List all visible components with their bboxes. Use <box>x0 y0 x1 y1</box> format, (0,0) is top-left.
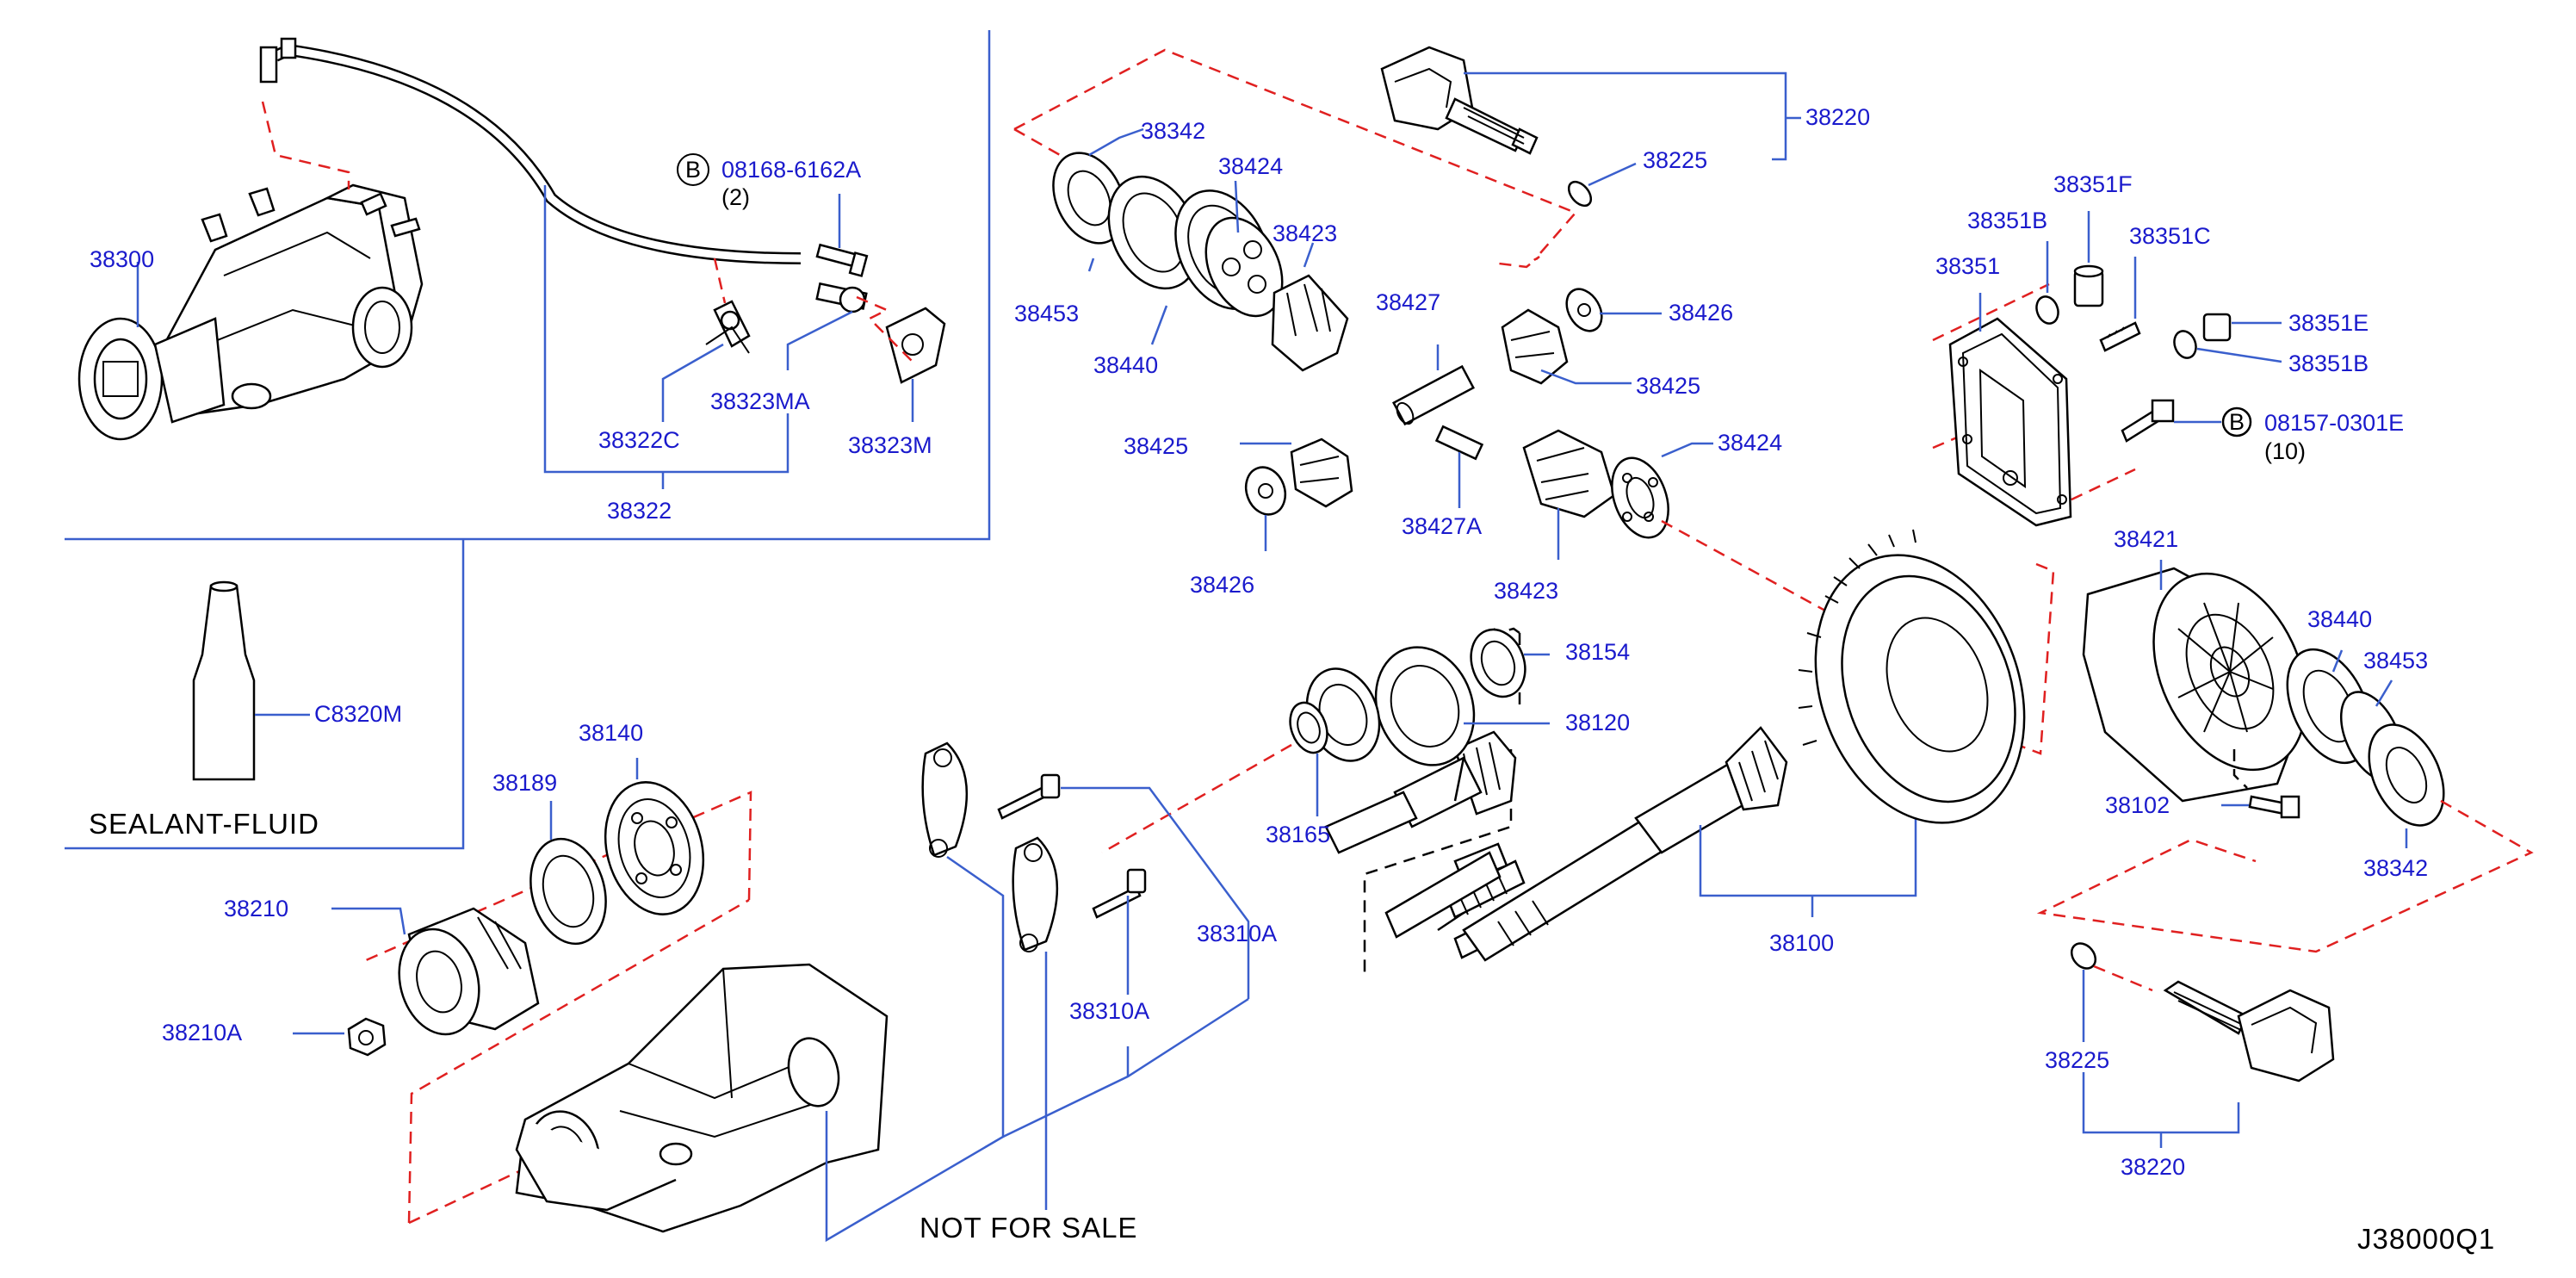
label-C8320M: C8320M <box>314 701 402 727</box>
sealant-fluid-label: SEALANT-FLUID <box>89 808 319 840</box>
ring-gear-drawing <box>1798 529 2026 824</box>
label-38210A: 38210A <box>162 1020 242 1045</box>
label-38322C: 38322C <box>598 427 680 453</box>
bearing-38140-drawing <box>604 781 705 915</box>
label-38310A-a: 38310A <box>1197 921 1277 946</box>
label-38220-right: 38220 <box>2121 1154 2185 1180</box>
label-38100: 38100 <box>1769 930 1834 956</box>
pinion-shaft-drawing <box>1392 364 1475 426</box>
label-38423-mid: 38423 <box>1494 578 1558 604</box>
label-38425-left: 38425 <box>1124 433 1188 459</box>
case-bolt-drawing <box>2248 795 2300 819</box>
label-38440-right: 38440 <box>2307 606 2372 632</box>
label-38424-top: 38424 <box>1218 153 1283 179</box>
bolt-marker-circle <box>677 153 709 186</box>
oil-seal-drawing <box>529 837 607 946</box>
bearing-cap-right-drawing <box>1012 836 1059 952</box>
part-labels: 38300 B 08168-6162A (2) 38322C 38323MA 3… <box>89 104 2495 1255</box>
gasket-drawing <box>885 307 946 384</box>
bolt-marker-b-right: B <box>2229 409 2245 435</box>
diagram-id: J38000Q1 <box>2357 1223 2495 1255</box>
companion-flange-bottom-drawing <box>2163 980 2335 1083</box>
drive-pinion-drawing <box>1324 730 1526 919</box>
label-38310A-b: 38310A <box>1069 998 1149 1024</box>
label-38323MA: 38323MA <box>710 388 810 414</box>
label-38351C: 38351C <box>2129 223 2211 249</box>
qty-08157: (10) <box>2264 438 2306 464</box>
final-drive-housing-drawing <box>515 963 889 1233</box>
label-38210: 38210 <box>224 896 288 921</box>
differential-carrier-assembly-drawing <box>77 183 424 441</box>
bearing-cap-left-drawing <box>921 741 969 858</box>
companion-flange-top-drawing <box>1380 46 1539 155</box>
cap-bolt-drawing <box>997 773 1147 919</box>
pinion-shaft-main-drawing <box>1462 726 1788 962</box>
flange-38210-drawing <box>398 907 540 1036</box>
label-38453-top: 38453 <box>1014 301 1079 326</box>
label-38351E: 38351E <box>2288 310 2369 336</box>
section-frames <box>65 30 991 850</box>
label-38423-top: 38423 <box>1273 220 1337 246</box>
label-38351B-a: 38351B <box>1967 208 2047 233</box>
sealant-tube-drawing <box>192 580 256 781</box>
label-38426-left: 38426 <box>1190 572 1254 598</box>
bolt-marker-b: B <box>685 157 701 183</box>
label-38421: 38421 <box>2114 526 2178 552</box>
differential-pinion-drawing <box>1522 429 1669 539</box>
bolt-drawing <box>815 243 869 277</box>
label-38154: 38154 <box>1565 639 1630 665</box>
label-38427: 38427 <box>1376 289 1440 315</box>
label-38351F: 38351F <box>2053 171 2133 197</box>
label-38189: 38189 <box>492 770 557 796</box>
rear-cover-drawing <box>1948 317 2072 527</box>
front-bearing-drawing <box>1289 628 1526 766</box>
label-38425-right: 38425 <box>1636 373 1700 399</box>
label-38120: 38120 <box>1565 710 1630 735</box>
nut-drawing <box>347 1017 387 1057</box>
side-gear-upper-drawing <box>1501 288 1603 385</box>
label-38323M: 38323M <box>848 432 932 458</box>
pinion-bearing-group-drawing <box>1052 152 1349 372</box>
label-38342-top: 38342 <box>1141 118 1205 144</box>
label-38165: 38165 <box>1266 822 1330 847</box>
qty-08168: (2) <box>721 184 750 210</box>
label-38424-mid: 38424 <box>1718 430 1782 456</box>
label-38225-top: 38225 <box>1643 147 1707 173</box>
label-38426-right: 38426 <box>1669 300 1733 326</box>
lock-pin-drawing <box>1434 425 1484 461</box>
label-38351B-b: 38351B <box>2288 351 2369 376</box>
label-38102: 38102 <box>2105 792 2170 818</box>
label-08157-0301E: 08157-0301E <box>2264 410 2404 436</box>
drain-plug-drawing <box>2035 264 2232 443</box>
label-38351: 38351 <box>1935 253 2000 279</box>
label-08168-6162A: 08168-6162A <box>721 157 861 183</box>
label-38440-top: 38440 <box>1093 352 1158 378</box>
hose-clamp-drawing <box>705 300 751 354</box>
label-38342-right: 38342 <box>2363 855 2428 881</box>
label-38453-right: 38453 <box>2363 648 2428 673</box>
side-gear-lower-drawing <box>1244 437 1353 516</box>
not-for-sale-label: NOT FOR SALE <box>920 1212 1137 1244</box>
label-38322: 38322 <box>607 498 672 524</box>
label-38220-top: 38220 <box>1805 104 1870 130</box>
breather-hose-drawing <box>259 37 802 264</box>
label-38140: 38140 <box>579 720 643 746</box>
label-38225-right: 38225 <box>2045 1047 2109 1073</box>
label-38300: 38300 <box>90 246 154 272</box>
differential-case-drawing <box>2082 567 2445 827</box>
label-38427A: 38427A <box>1402 513 1482 539</box>
